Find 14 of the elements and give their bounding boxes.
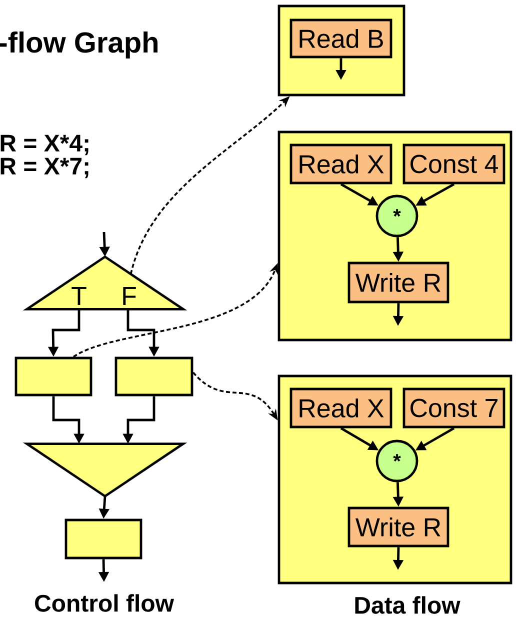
operation-box: Write R xyxy=(348,506,450,548)
process-box xyxy=(14,356,92,396)
column-caption: Control flow xyxy=(35,594,174,612)
code-line: R = X*7; xyxy=(0,158,88,178)
operation-box: Write R xyxy=(348,262,450,304)
code-line: R = X*4; xyxy=(0,134,88,156)
operation-box: Read X xyxy=(290,388,392,428)
process-box xyxy=(64,518,142,560)
column-caption: Data flow xyxy=(355,596,460,614)
operation-box: Const 7 xyxy=(402,388,506,428)
operation-box: Read B xyxy=(290,18,392,58)
operation-box: Read X xyxy=(290,144,392,184)
operation-box: Const 4 xyxy=(402,144,506,184)
process-box xyxy=(114,356,194,396)
